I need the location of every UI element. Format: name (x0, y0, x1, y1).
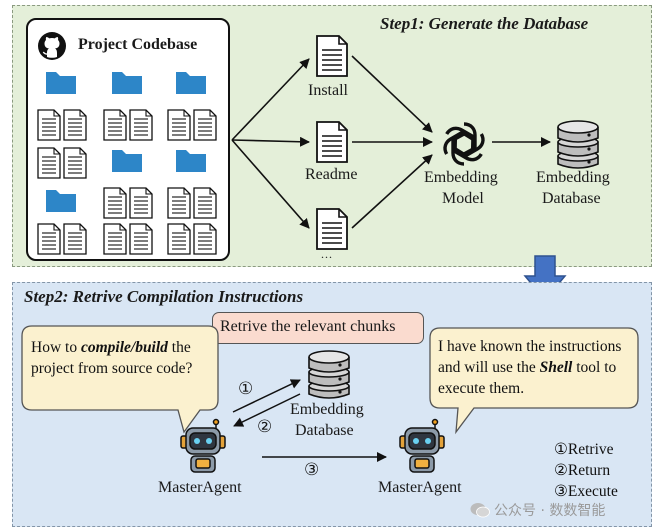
file-icon (129, 187, 153, 219)
master-agent-left-label: MasterAgent (158, 479, 242, 496)
step1-arrows (231, 55, 551, 229)
embedding-model-label-2: Model (442, 190, 484, 207)
answer-bubble (429, 327, 639, 435)
file-icon (129, 223, 153, 255)
folder-icon (46, 190, 76, 212)
legend-item: ②Return (554, 462, 611, 479)
file-icon (37, 109, 61, 141)
file-icon (193, 187, 217, 219)
install-label: Install (308, 82, 348, 99)
file-icon (103, 223, 127, 255)
codebase-files-grid (37, 72, 217, 255)
folder-icon (112, 150, 142, 172)
file-icon (63, 109, 87, 141)
watermark: 公众号 · 数数智能 (470, 500, 605, 520)
legend-item: ①Retrive (554, 441, 614, 458)
master-agent-right-robot-icon (399, 418, 445, 473)
file-icon (37, 223, 61, 255)
more-docs-label: ... (321, 247, 333, 261)
legend: ①Retrive ②Return ③Execute (554, 440, 618, 503)
arrow-mark-3: ③ (304, 460, 320, 479)
relevant-chunks-box (212, 312, 424, 344)
arrow-more-to-model (351, 154, 433, 229)
master-agent-right-label: MasterAgent (378, 479, 462, 496)
arrow-mark-1: ① (238, 379, 254, 398)
file-icon (63, 223, 87, 255)
step1-title: Step1: Generate the Database (380, 14, 589, 33)
embedding-database-label-1: Embedding (536, 169, 610, 186)
arrow-codebase-to-readme (231, 136, 310, 147)
file-icon (129, 109, 153, 141)
arrow-return (233, 393, 301, 427)
step2-database-label-1: Embedding (290, 401, 364, 418)
folder-icon (112, 72, 142, 94)
arrow-codebase-to-install (231, 58, 310, 141)
arrow-install-to-model (351, 55, 433, 133)
folder-icon (46, 72, 76, 94)
github-icon (38, 32, 66, 60)
file-icon (167, 223, 191, 255)
file-icon (167, 109, 191, 141)
file-icon (193, 223, 217, 255)
readme-label: Readme (305, 166, 358, 183)
arrow-retrive (232, 379, 301, 413)
step2-embedding-database-icon (308, 350, 350, 399)
master-agent-left-robot-icon (180, 418, 226, 473)
step2-database-label-2: Database (295, 422, 354, 439)
answer-text: I have known the instructions and will u… (438, 338, 622, 397)
embedding-database-icon (557, 120, 599, 169)
file-icon (103, 187, 127, 219)
question-bubble (21, 325, 219, 434)
folder-icon (176, 150, 206, 172)
relevant-chunks-label: Retrive the relevant chunks (220, 318, 396, 335)
file-icon (37, 147, 61, 179)
install-doc-icon (316, 35, 348, 77)
arrow-mark-2: ② (257, 417, 273, 436)
arrow-codebase-to-more (231, 139, 310, 229)
embedding-model-label-1: Embedding (424, 169, 498, 186)
wechat-icon (470, 503, 490, 518)
codebase-title: Project Codebase (78, 36, 198, 53)
readme-doc-icon (316, 121, 348, 163)
file-icon (193, 109, 217, 141)
folder-icon (176, 72, 206, 94)
file-icon (167, 187, 191, 219)
more-doc-icon (316, 208, 348, 250)
file-icon (103, 109, 127, 141)
question-text: How to compile/build the project from so… (31, 339, 193, 377)
legend-item: ③Execute (554, 483, 618, 500)
embedding-model-icon (443, 122, 485, 166)
embedding-database-label-2: Database (542, 190, 601, 207)
file-icon (63, 147, 87, 179)
step2-title: Step2: Retrive Compilation Instructions (24, 287, 304, 306)
